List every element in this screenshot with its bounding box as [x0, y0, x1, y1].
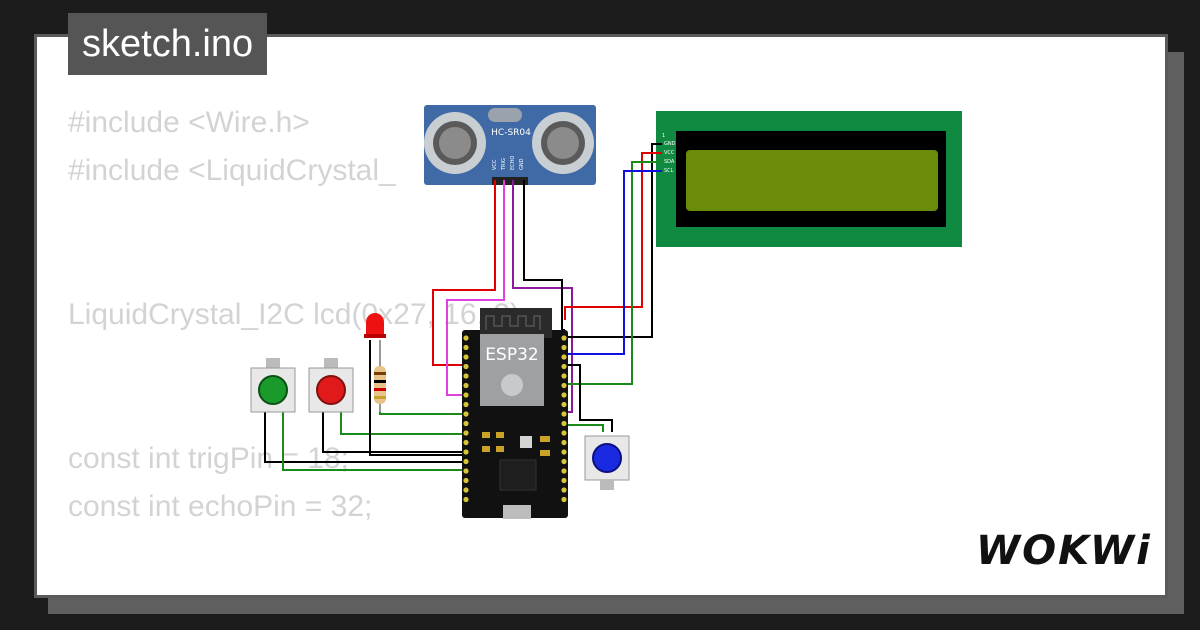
mcu-label: ESP32 — [485, 345, 538, 365]
preview-card — [34, 34, 1168, 598]
red-led[interactable] — [364, 313, 386, 338]
esp32-pin — [463, 392, 469, 398]
esp32-pin — [463, 439, 469, 446]
esp32-pin — [463, 344, 469, 351]
lcd-display[interactable]: 1 GND VCC SDA SCL — [656, 111, 962, 247]
svg-text:TRIG: TRIG — [501, 158, 507, 171]
esp32-pin — [561, 401, 567, 408]
esp32-pin — [463, 373, 469, 379]
svg-text:GND: GND — [519, 158, 525, 170]
code-line-5: const int echoPin = 32; — [68, 490, 373, 523]
esp32-pin — [463, 449, 469, 455]
svg-text:ECHO: ECHO — [510, 156, 516, 170]
esp32-pin — [463, 401, 469, 408]
esp32-pin — [561, 392, 567, 398]
esp32-pins — [463, 335, 567, 503]
esp32-pin — [561, 477, 567, 484]
esp32-pin — [463, 430, 469, 436]
code-line-2: #include <LiquidCrystal_ — [68, 154, 396, 187]
esp32-pin — [463, 411, 469, 417]
esp32-pin — [561, 411, 567, 417]
file-tab[interactable]: sketch.ino — [68, 13, 268, 75]
esp32-pin — [561, 354, 567, 360]
esp32-pin — [463, 458, 469, 465]
blue-button[interactable] — [584, 435, 630, 490]
esp32-pin — [561, 363, 567, 370]
esp32-pin — [561, 335, 567, 341]
esp32-pin — [561, 487, 567, 493]
resistor — [374, 340, 386, 412]
esp32-pin — [561, 430, 567, 436]
svg-text:SCL: SCL — [664, 168, 674, 174]
esp32-board[interactable]: ESP32 — [462, 308, 568, 519]
svg-text:1: 1 — [662, 133, 665, 139]
esp32-pin — [463, 477, 469, 484]
svg-text:VCC: VCC — [492, 159, 498, 170]
esp32-pin — [463, 363, 469, 370]
esp32-pin — [463, 354, 469, 360]
esp32-pin — [561, 458, 567, 465]
red-button[interactable] — [308, 358, 354, 413]
esp32-pin — [463, 420, 469, 427]
esp32-pin — [561, 373, 567, 379]
esp32-pin — [463, 496, 469, 503]
esp32-pin — [463, 468, 469, 474]
svg-text:SDA: SDA — [664, 159, 675, 165]
esp32-pin — [561, 439, 567, 446]
esp32-pin — [463, 382, 469, 389]
code-line-4: const int trigPin = 18; — [68, 442, 349, 475]
svg-text:VCC: VCC — [664, 150, 675, 156]
esp32-pin — [463, 487, 469, 493]
esp32-pin — [561, 420, 567, 427]
svg-text:GND: GND — [664, 141, 676, 147]
code-line-1: #include <Wire.h> — [68, 106, 310, 139]
sensor-label: HC-SR04 — [491, 128, 531, 138]
esp32-pin — [561, 496, 567, 503]
esp32-pin — [463, 335, 469, 341]
green-button[interactable] — [250, 358, 296, 413]
esp32-pin — [561, 382, 567, 389]
esp32-pin — [561, 468, 567, 474]
esp32-pin — [561, 449, 567, 455]
wokwi-logo[interactable]: WOKWi — [976, 528, 1152, 574]
ultrasonic-sensor[interactable]: HC-SR04 VCC TRIG ECHO GND — [424, 105, 596, 185]
esp32-pin — [561, 344, 567, 351]
